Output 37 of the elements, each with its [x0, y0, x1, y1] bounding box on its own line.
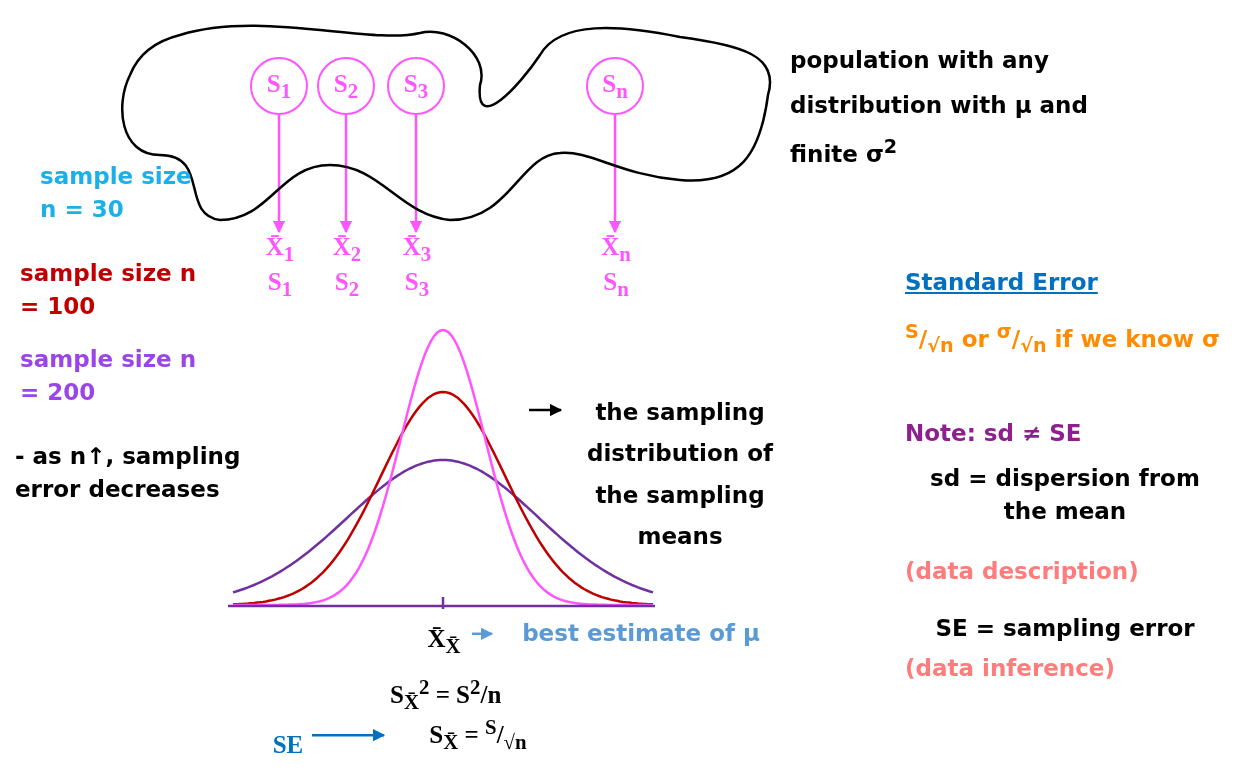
note-text: (data inference) — [905, 654, 1116, 683]
math-symbol: SE — [271, 730, 305, 760]
math-symbol: S$_{3}$ — [403, 267, 431, 302]
note-text: - as n↑, sampling error decreases — [15, 442, 242, 505]
arrow — [472, 627, 494, 641]
sample-circle: S$_{1}$ — [250, 57, 308, 115]
arrow — [312, 728, 386, 742]
sample-size-note: sample size n = 30 — [40, 162, 193, 225]
sample-size-note: sample size n = 100 — [20, 259, 198, 322]
annotation-text: the sampling distribution of the sampling means — [586, 398, 775, 552]
arrow — [409, 115, 423, 234]
note-text: Note: sd ≠ SE — [905, 419, 1083, 448]
annotation-text: best estimate of μ — [521, 620, 761, 648]
math-symbol: X̄$_{n}$ — [600, 232, 632, 267]
math-symbol: S$_{2}$ — [333, 267, 361, 302]
math-symbol: X̄$_{1}$ — [264, 232, 296, 267]
definition-text: sd = dispersion from the mean — [929, 464, 1201, 527]
formula-text: S$_{X̄}$$^{2}$ = S$^{2}$/n — [390, 675, 503, 716]
arrow — [529, 403, 563, 417]
heading: Standard Error — [905, 268, 1098, 297]
math-symbol: S$_{1}$ — [266, 267, 294, 302]
sample-size-note: sample size n = 200 — [20, 345, 198, 408]
math-symbol: S$_{X̄}$ = $^{S}$/$_{√n}$ — [428, 715, 528, 756]
formula-text: $^{S}$/$_{√n}$ or $^{σ}$/$_{√n}$ if we know σ — [905, 319, 1221, 360]
sample-circle: S$_{2}$ — [317, 57, 375, 115]
math-symbol: X̄$_{3}$ — [401, 232, 433, 267]
math-symbol: S$_{n}$ — [602, 267, 630, 302]
definition-text: SE = sampling error — [934, 614, 1196, 643]
sample-circle: S$_{n}$ — [586, 57, 644, 115]
arrow — [608, 115, 622, 234]
sample-circle: S$_{3}$ — [387, 57, 445, 115]
math-symbol: X̄$_{2}$ — [331, 232, 363, 267]
arrow — [339, 115, 353, 234]
math-symbol: X̄$_{X̄}$ — [426, 624, 462, 659]
arrow — [272, 115, 286, 234]
description-text: population with any distribution with μ and finite σ$^{2}$ — [790, 46, 1089, 169]
note-text: (data description) — [905, 557, 1140, 586]
